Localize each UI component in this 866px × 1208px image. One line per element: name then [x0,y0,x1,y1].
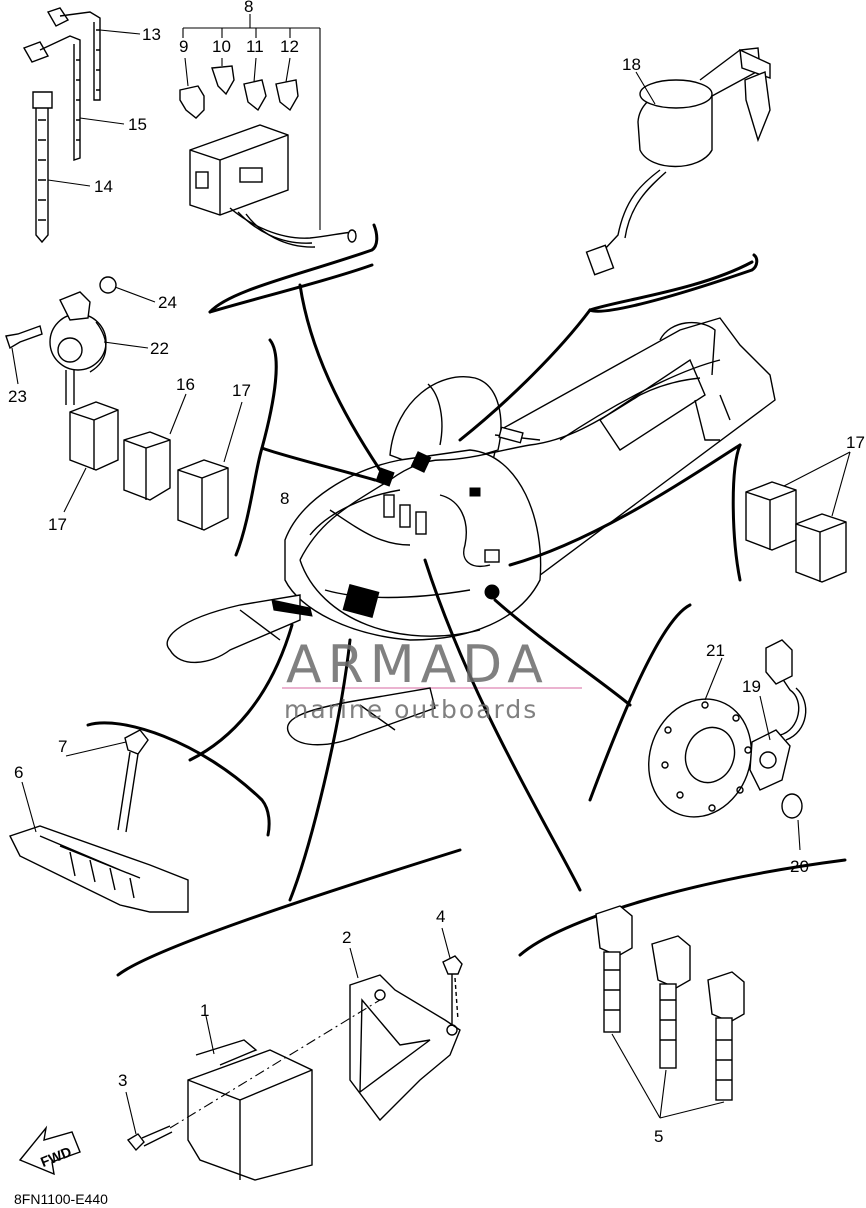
callout-4: 4 [436,907,445,926]
ecu-group [125,927,463,1181]
callout-13: 13 [142,25,161,44]
main-switch-group [585,47,771,276]
sensor-group [648,639,807,851]
right-relays-group [745,451,851,583]
callout-5: 5 [654,1127,663,1146]
callout-16: 16 [176,375,195,394]
snowmobile-outline [166,317,776,746]
callout-22: 22 [150,339,169,358]
bracket-6-group [9,729,189,913]
callout-6: 6 [14,763,23,782]
watermark-tagline: marine outboards [284,695,538,724]
callout-15: 15 [128,115,147,134]
callout-18: 18 [622,55,641,74]
callout-10: 10 [212,37,231,56]
callout-17-right: 17 [846,433,865,452]
part-code: 8FN1100-E440 [14,1191,108,1207]
assembly-leaders [86,223,847,977]
callout-1: 1 [200,1001,209,1020]
callout-21: 21 [706,641,725,660]
callout-9: 9 [179,37,188,56]
forward-direction-arrow [18,1125,81,1176]
ignition-coils-group [595,905,745,1119]
callout-8-top: 8 [244,0,253,16]
callout-17-left-top: 17 [232,381,251,400]
callout-labels: 1 2 3 4 5 6 7 8 8 9 10 11 12 13 14 15 16… [8,0,865,1146]
callout-3: 3 [118,1071,127,1090]
watermark-brand: ARMADA [286,635,549,695]
left-components-group [5,276,243,531]
callout-8-mid: 8 [280,489,289,508]
callout-7: 7 [58,737,67,756]
fuse-box-group [179,14,357,248]
callout-14: 14 [94,177,113,196]
cable-ties-group [22,7,141,244]
callout-12: 12 [280,37,299,56]
callout-2: 2 [342,928,351,947]
callout-20: 20 [790,857,809,876]
callout-11: 11 [246,37,264,56]
callout-19: 19 [742,677,761,696]
callout-23: 23 [8,387,27,406]
callout-17-left-bottom: 17 [48,515,67,534]
callout-24: 24 [158,293,177,312]
